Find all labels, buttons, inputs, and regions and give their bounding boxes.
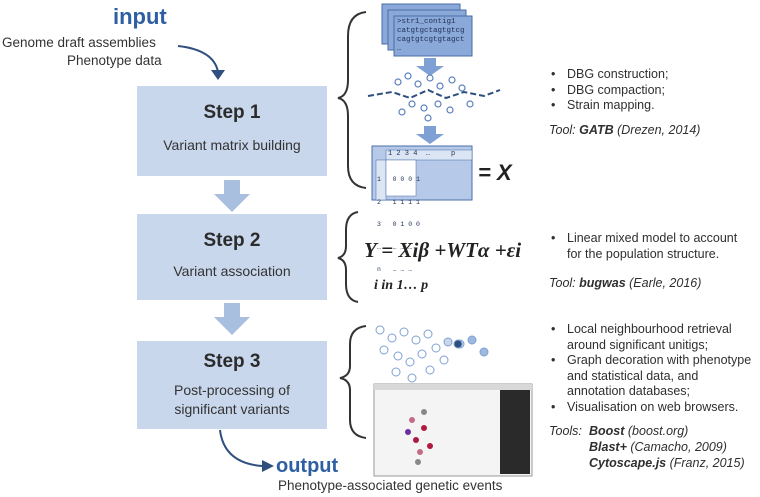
bullet-item: Visualisation on web browsers.	[551, 400, 754, 416]
tool-ref: (boost.org)	[624, 424, 689, 438]
step1-tool: Tool: GATB (Drezen, 2014)	[549, 123, 700, 137]
step2-tool: Tool: bugwas (Earle, 2016)	[549, 276, 701, 290]
bullet-item: Linear mixed model to account for the po…	[551, 231, 739, 262]
matrix-row: … … … …	[377, 243, 413, 251]
fasta-line-1: >str1_contig1	[397, 18, 456, 26]
tools-prefix: Tools:	[549, 424, 582, 438]
fasta-stack	[381, 3, 473, 57]
tool-ref: (Drezen, 2014)	[613, 123, 701, 137]
step-3-subtitle-1: Post-processing of	[174, 382, 290, 398]
step-3-box: Step 3 Post-processing of significant va…	[137, 341, 327, 429]
equation-range: i in 1… p	[374, 278, 429, 293]
step-1-subtitle: Variant matrix building	[163, 137, 301, 153]
step-2-title: Step 2	[203, 230, 261, 251]
bullet-item: DBG compaction;	[551, 83, 668, 99]
input-line-1: Genome draft assemblies	[2, 35, 156, 50]
bullet-item: Strain mapping.	[551, 98, 668, 114]
step-3-subtitle-2: significant variants	[174, 401, 290, 417]
step-1-title: Step 1	[203, 102, 261, 123]
step3-bullets: Local neighbourhood retrieval around sig…	[549, 322, 754, 415]
tool-prefix: Tool:	[549, 123, 580, 137]
bullet-item: DBG construction;	[551, 67, 669, 83]
tool-ref: (Earle, 2016)	[625, 276, 702, 290]
matrix-row: 1 0 0 0 1	[377, 176, 420, 183]
tool-ref: (Camacho, 2009)	[626, 440, 727, 454]
brace-step2	[337, 211, 359, 303]
output-arrow-head	[262, 460, 274, 472]
tool-name: Boost	[589, 424, 625, 438]
graph-to-matrix-arrow	[416, 126, 444, 144]
fasta-line-2: catgtgctagtgtcg	[397, 27, 465, 35]
tool-name: Blast+	[589, 440, 627, 454]
step-1-box: Step 1 Variant matrix building	[137, 86, 327, 176]
input-line-2: Phenotype data	[67, 53, 162, 68]
step1-bullets: DBG construction; DBG compaction; Strain…	[549, 67, 669, 114]
matrix-header: 1 2 3 4 … p	[388, 150, 456, 158]
input-arrow-head	[211, 70, 225, 80]
step-3-title: Step 3	[203, 351, 261, 372]
step-2-box: Step 2 Variant association	[137, 214, 327, 300]
dbg-graph	[367, 72, 501, 122]
output-arrow	[219, 429, 263, 467]
output-subtitle: Phenotype-associated genetic events	[278, 478, 503, 493]
step3-tools: Tools: Boost (boost.org) Blast+ (Camacho,…	[549, 423, 745, 471]
bullet-item: Graph decoration with phenotype and stat…	[551, 353, 754, 400]
matrix-row: n … … …	[377, 266, 413, 273]
step2-bullets: Linear mixed model to account for the po…	[549, 231, 739, 262]
fasta-line-4: …	[397, 45, 402, 53]
output-title: output	[276, 455, 339, 477]
browser-screenshot	[373, 383, 533, 477]
step2-to-step3-arrow	[214, 303, 250, 335]
brace-step1	[337, 11, 367, 189]
bullet-item: Local neighbourhood retrieval around sig…	[551, 322, 754, 353]
brace-step3	[339, 325, 367, 439]
matrix-row: 2 1 1 1 1	[377, 198, 420, 206]
association-equation: Y = Xiβ +WTα +εi	[364, 238, 521, 263]
input-arrow	[177, 45, 219, 73]
tool-name: bugwas	[579, 276, 626, 290]
matrix-rows: 1 0 0 0 1 2 1 1 1 1 3 0 1 0 0 … … … … n …	[377, 161, 420, 281]
matrix-label: = X	[478, 160, 512, 185]
step-2-subtitle: Variant association	[173, 263, 291, 279]
tool-name: Cytoscape.js	[589, 456, 667, 470]
tool-ref: (Franz, 2015)	[666, 456, 745, 470]
neighbourhood-graph	[375, 325, 489, 383]
fasta-line-3: cagtgtcgtgtagct	[397, 36, 465, 44]
fasta-to-graph-arrow	[416, 58, 444, 76]
input-title: input	[113, 4, 167, 29]
step1-to-step2-arrow	[214, 180, 250, 212]
tool-prefix: Tool:	[549, 276, 580, 290]
tool-name: GATB	[579, 123, 614, 137]
fasta-text: >str1_contig1 catgtgctagtgtcg cagtgtcgtg…	[397, 18, 465, 54]
equation-text: Y = Xiβ +WTα +εi	[364, 238, 522, 262]
matrix-row: 3 0 1 0 0	[377, 221, 420, 228]
